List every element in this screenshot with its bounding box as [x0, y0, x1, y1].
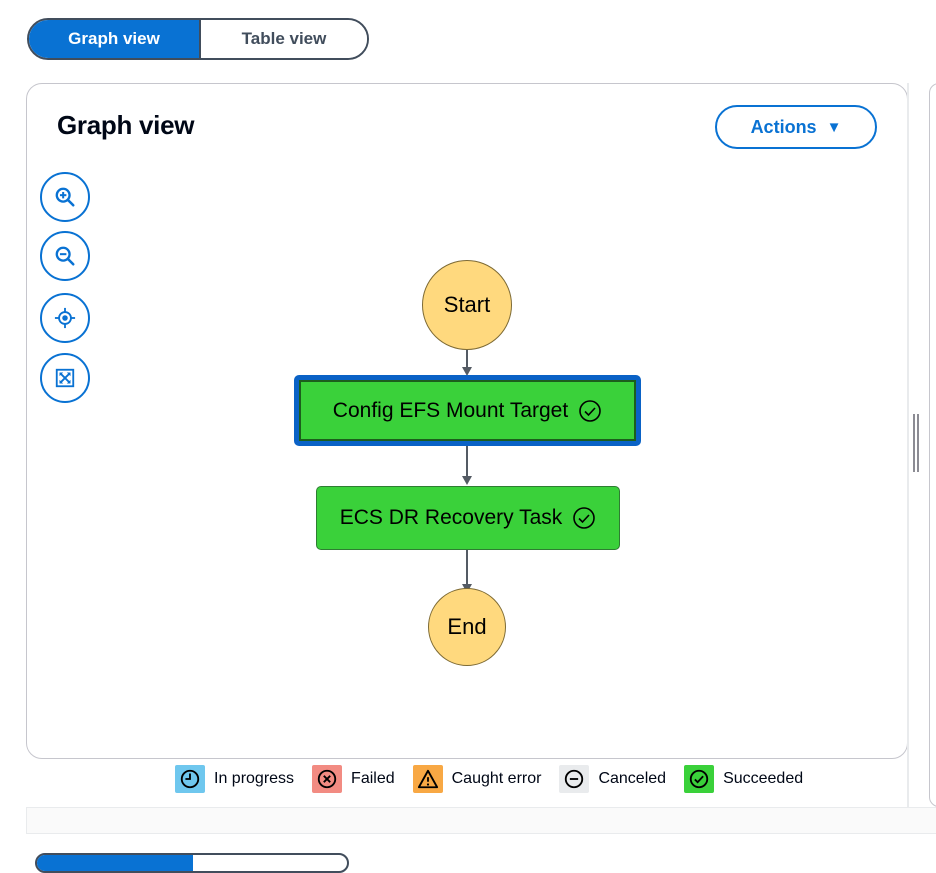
start-node[interactable]: Start: [422, 260, 512, 350]
view-toggle: Graph view Table view: [27, 18, 369, 60]
state-config-efs-mount-target[interactable]: Config EFS Mount Target: [294, 375, 641, 446]
edge-ecs-end: [466, 550, 468, 584]
locate-icon: [54, 307, 76, 329]
center-button[interactable]: [40, 293, 90, 343]
end-node[interactable]: End: [428, 588, 506, 666]
legend-label: In progress: [214, 770, 295, 787]
end-label: End: [447, 614, 487, 639]
edge-arrowhead: [462, 476, 472, 485]
legend-caught-error: Caught error: [412, 765, 542, 793]
split-divider: [907, 83, 909, 807]
legend-label: Succeeded: [723, 770, 804, 787]
legend-label: Failed: [351, 770, 395, 787]
legend-canceled: Canceled: [559, 765, 666, 793]
legend-label: Caught error: [451, 770, 542, 787]
start-label: Start: [443, 292, 491, 317]
edge-start-config: [466, 350, 468, 372]
zoom-out-button[interactable]: [40, 231, 90, 281]
legend-succeeded: Succeeded: [684, 765, 803, 793]
status-legend: In progress Failed Caught error Canceled…: [175, 765, 821, 793]
bottom-bar: [26, 807, 936, 834]
x-circle-icon: [312, 765, 343, 793]
details-panel: [929, 83, 936, 807]
state-label: ECS DR Recovery Task: [339, 506, 563, 529]
check-circle-icon: [684, 765, 715, 793]
zoom-out-icon: [55, 246, 75, 266]
actions-label: Actions: [750, 116, 817, 137]
bottom-toggle-selected: [37, 855, 193, 871]
clock-icon: [175, 765, 205, 793]
fit-button[interactable]: [40, 353, 90, 403]
check-circle-icon: [572, 506, 596, 530]
zoom-in-button[interactable]: [40, 172, 90, 222]
resize-handle[interactable]: [913, 414, 919, 472]
fit-to-screen-icon: [55, 368, 75, 388]
legend-failed: Failed: [312, 765, 395, 793]
bottom-toggle[interactable]: [35, 853, 349, 873]
actions-button[interactable]: Actions ▼: [715, 105, 877, 149]
minus-circle-icon: [559, 765, 590, 793]
warning-icon: [412, 765, 443, 793]
legend-label: Canceled: [598, 770, 667, 787]
graph-view-tab[interactable]: Graph view: [29, 20, 199, 58]
check-circle-icon: [578, 399, 602, 423]
state-label: Config EFS Mount Target: [332, 398, 569, 422]
panel-title: Graph view: [57, 110, 195, 140]
zoom-in-icon: [55, 187, 75, 207]
graph-panel: Graph view Actions ▼: [26, 83, 908, 759]
state-ecs-dr-recovery-task[interactable]: ECS DR Recovery Task: [316, 486, 620, 550]
caret-down-icon: ▼: [826, 118, 842, 136]
table-view-tab[interactable]: Table view: [199, 20, 367, 58]
legend-in-progress: In progress: [175, 765, 294, 793]
edge-arrowhead: [462, 367, 472, 376]
edge-config-ecs: [466, 446, 468, 476]
